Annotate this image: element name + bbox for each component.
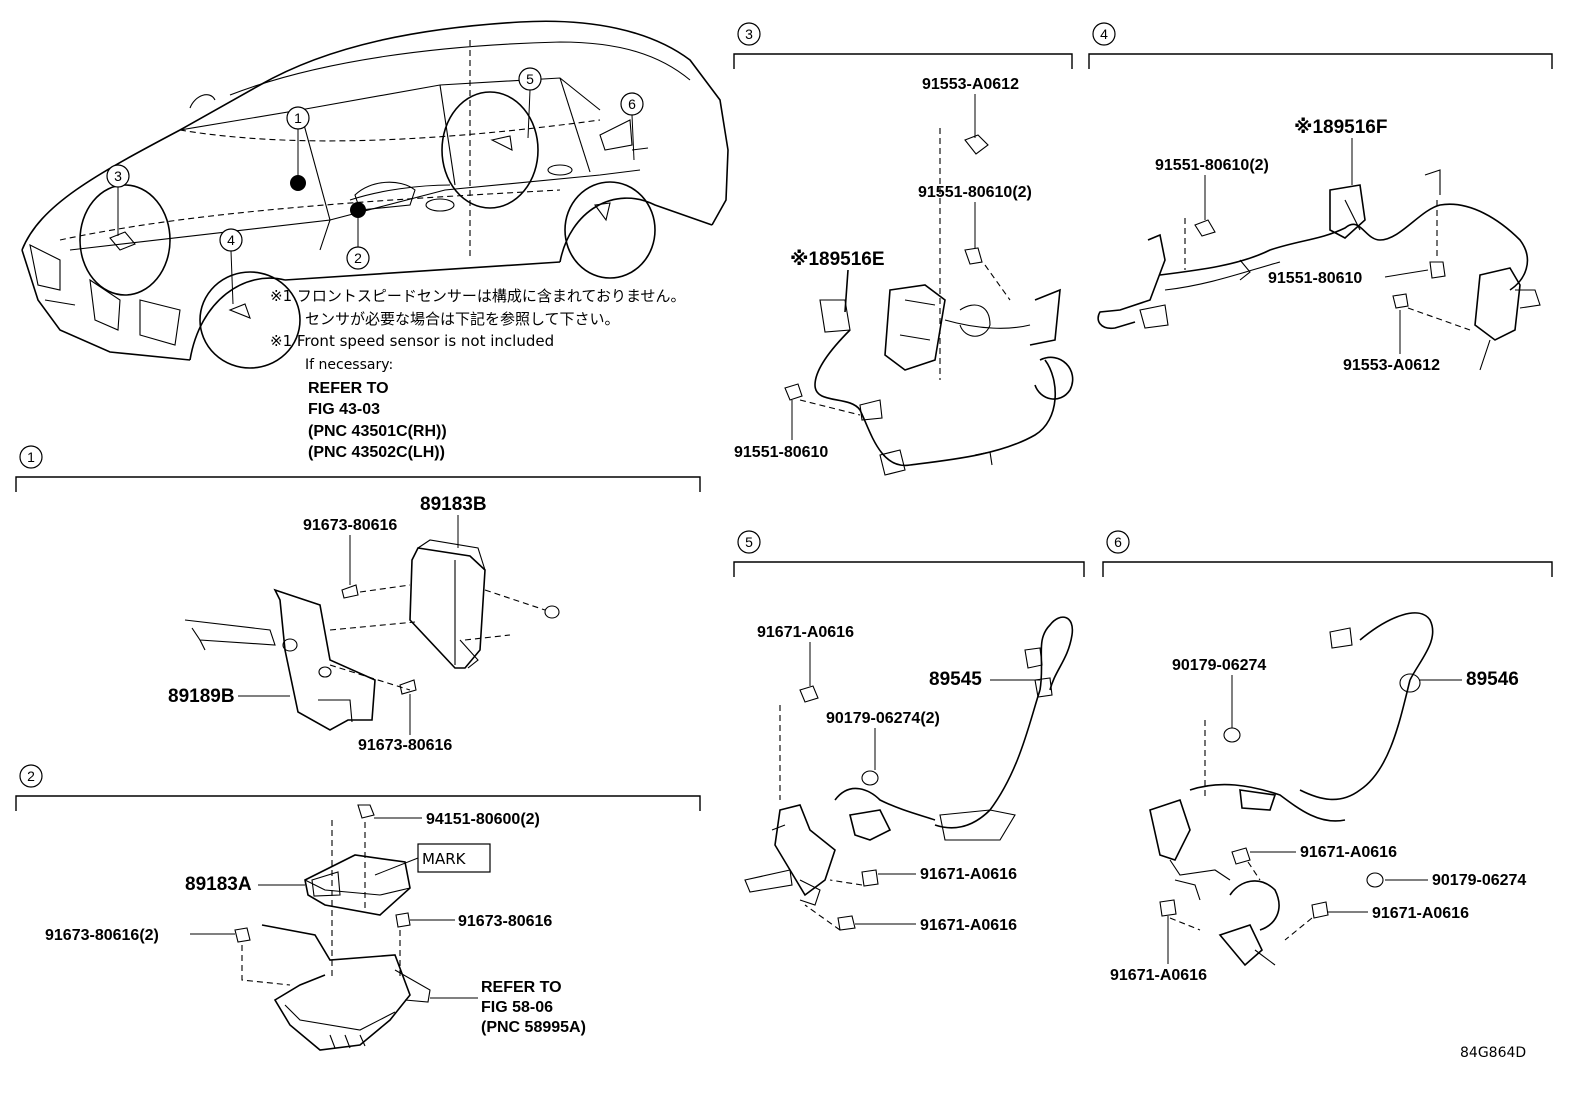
s2-pnc: (PNC 58995A)	[481, 1019, 586, 1036]
part-90179-06274-2: 90179-06274(2)	[826, 710, 940, 727]
callout-5	[518, 67, 542, 91]
svg-text:5: 5	[745, 534, 753, 550]
section-5: 5 91671-A0616 89545 90179-06274(2) 91671…	[733, 530, 1085, 934]
note-en-line2: If necessary:	[305, 357, 393, 373]
callout-1-label: 1	[294, 110, 302, 126]
callout-3-label: 3	[114, 168, 122, 184]
callout-6-label: 6	[628, 96, 636, 112]
svg-text:1: 1	[27, 449, 35, 465]
part-90179-06274-top: 90179-06274	[1172, 657, 1266, 674]
part-89183A: 89183A	[185, 874, 252, 895]
svg-text:3: 3	[745, 26, 753, 42]
mark-label: MARK	[422, 850, 467, 868]
callout-2-label: 2	[354, 250, 362, 266]
part-91671-A0616-low-s5: 91671-A0616	[920, 917, 1017, 934]
part-91671-A0616-mid-s5: 91671-A0616	[920, 866, 1017, 883]
callout-4-label: 4	[227, 232, 235, 248]
part-91671-A0616-a-s6: 91671-A0616	[1300, 844, 1397, 861]
callout-5-label: 5	[526, 71, 534, 87]
part-89545: 89545	[929, 669, 982, 690]
section-1-number	[19, 445, 43, 469]
part-91553-A0612: 91553-A0612	[922, 76, 1019, 93]
part-94151-80600: 94151-80600(2)	[426, 811, 540, 828]
note-jp-line1: ※1 フロントスピードセンサーは構成に含まれておりません。	[270, 287, 686, 305]
part-91553-A0612-s4: 91553-A0612	[1343, 357, 1440, 374]
part-91673-80616-bottom: 91673-80616	[358, 737, 452, 754]
sensor-notes: ※1 フロントスピードセンサーは構成に含まれておりません。 センサが必要な場合は…	[270, 287, 686, 461]
section-3: 3 91553-A0612 91551-80610(2) ※189516E 91…	[733, 22, 1074, 476]
callout-3	[106, 164, 130, 188]
section-6: 6 90179-06274 89546 91671-A0616 90179-06…	[1102, 530, 1553, 984]
section-2: 2 94151-80600(2) MARK 89183A 91673-80616…	[15, 764, 701, 1051]
section-2-number	[19, 764, 43, 788]
part-189516E: ※189516E	[790, 249, 885, 270]
part-91551-80610-2-s4: 91551-80610(2)	[1155, 157, 1269, 174]
part-91671-A0616-d-s6: 91671-A0616	[1110, 967, 1207, 984]
note-fig: FIG 43-03	[308, 401, 380, 418]
section-3-number	[737, 22, 761, 46]
part-89546: 89546	[1466, 669, 1519, 690]
note-pnc-lh: (PNC 43502C(LH))	[308, 444, 445, 461]
part-90179-06274-b: 90179-06274	[1432, 872, 1526, 889]
part-91673-80616-2: 91673-80616(2)	[45, 927, 159, 944]
svg-text:4: 4	[1100, 26, 1108, 42]
callout-4	[219, 228, 243, 252]
part-91671-A0616-c-s6: 91671-A0616	[1372, 905, 1469, 922]
note-jp-line2: センサが必要な場合は下記を参照して下さい。	[305, 310, 620, 328]
note-en-line1: ※1 Front speed sensor is not included	[270, 332, 554, 350]
section-1: 1 89183B 91673-80616 89189B 91673-80616	[15, 445, 701, 754]
callout-2	[346, 246, 370, 270]
note-refer: REFER TO	[308, 380, 389, 397]
svg-text:6: 6	[1114, 534, 1122, 550]
s2-refer: REFER TO	[481, 979, 562, 996]
section-4: 4 ※189516F 91551-80610(2) 91551-80610 91…	[1088, 22, 1553, 374]
part-91551-80610: 91551-80610	[734, 444, 828, 461]
part-91673-80616-top: 91673-80616	[303, 517, 397, 534]
car-illustration	[21, 20, 729, 369]
part-91673-80616-right: 91673-80616	[458, 913, 552, 930]
part-89183B: 89183B	[420, 494, 487, 515]
mark-box	[417, 843, 491, 873]
part-91671-A0616-top-s5: 91671-A0616	[757, 624, 854, 641]
section-5-number	[737, 530, 761, 554]
s2-fig: FIG 58-06	[481, 999, 553, 1016]
callout-1	[286, 106, 310, 130]
note-pnc-rh: (PNC 43501C(RH))	[308, 423, 447, 440]
section-6-number	[1106, 530, 1130, 554]
car-callouts: 1 2 3 4 5 6	[106, 67, 644, 305]
section-4-number	[1092, 22, 1116, 46]
part-89189B: 89189B	[168, 686, 235, 707]
part-91551-80610-2: 91551-80610(2)	[918, 184, 1032, 201]
part-189516F: ※189516F	[1294, 117, 1387, 138]
callout-6	[620, 92, 644, 116]
part-91551-80610-s4: 91551-80610	[1268, 270, 1362, 287]
diagram-code: 84G864D	[1460, 1045, 1526, 1061]
svg-text:2: 2	[27, 768, 35, 784]
